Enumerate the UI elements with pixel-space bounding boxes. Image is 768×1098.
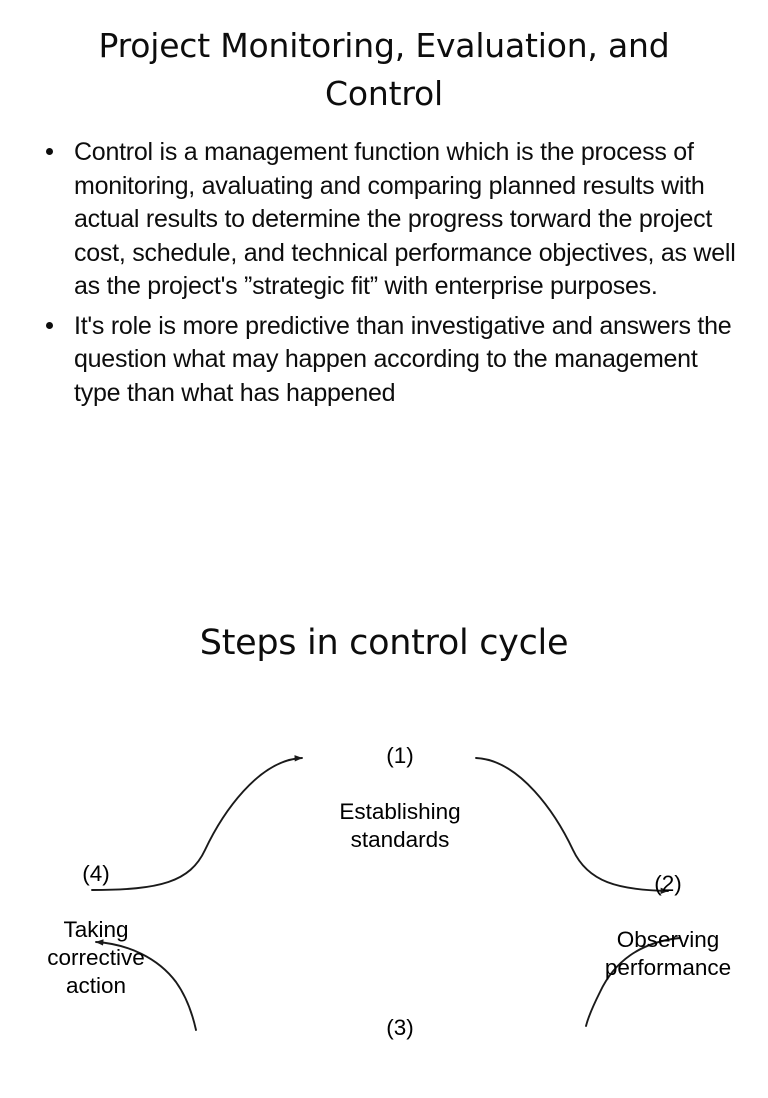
bullet-dot-icon bbox=[46, 321, 53, 329]
bullet-text: It's role is more predictive than invest… bbox=[74, 311, 732, 407]
cycle-arrows-svg bbox=[91, 755, 681, 1031]
arrow-step2-to-step3 bbox=[585, 937, 681, 1027]
slide-canvas: Project Monitoring, Evaluation, and Cont… bbox=[0, 26, 768, 1040]
cycle-step-4-number: (4) bbox=[82, 861, 110, 886]
cycle-step-1-label: Establishing standards bbox=[339, 799, 461, 852]
cycle-step-3: (3) bbox=[310, 986, 490, 1098]
arrow-step3-to-step4 bbox=[95, 939, 197, 1031]
cycle-step-2-number: (2) bbox=[654, 871, 682, 896]
list-item: Control is a management function which i… bbox=[38, 136, 738, 304]
cycle-step-1: (1) Establishing standards bbox=[296, 714, 504, 854]
section-heading: Steps in control cycle bbox=[199, 623, 569, 663]
cycle-step-2: (2) Observing performance bbox=[570, 842, 766, 982]
cycle-step-3-number: (3) bbox=[386, 1015, 414, 1040]
cycle-step-1-number: (1) bbox=[386, 743, 414, 768]
bullet-text: Control is a management function which i… bbox=[74, 138, 736, 300]
control-cycle-diagram: (1) Establishing standards (2) Observing… bbox=[0, 700, 768, 1040]
cycle-step-4: (4) Taking corrective action bbox=[8, 832, 184, 1000]
list-item: It's role is more predictive than invest… bbox=[38, 310, 738, 411]
cycle-step-4-label: Taking corrective action bbox=[47, 917, 145, 998]
bullet-dot-icon bbox=[46, 148, 53, 155]
arrow-step1-to-step2 bbox=[475, 757, 669, 895]
page-title: Project Monitoring, Evaluation, and Cont… bbox=[98, 26, 670, 113]
arrow-step4-to-step1 bbox=[91, 755, 303, 891]
cycle-step-2-label: Observing performance bbox=[604, 927, 732, 980]
bullet-list: Control is a management function which i… bbox=[38, 136, 738, 416]
